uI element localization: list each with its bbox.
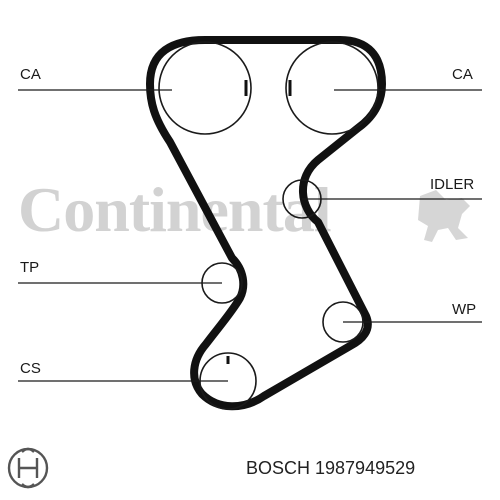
label-cs: CS [20,360,41,377]
label-tp: TP [20,259,40,276]
camshaft-pulley-right [285,41,379,135]
horse-watermark-icon [418,190,470,242]
bosch-armature-logo-icon [7,447,49,489]
label-wp: WP [452,301,477,318]
label-ca-left: CA [20,66,41,83]
label-idler: IDLER [430,176,475,193]
part-number-caption: BOSCH 1987949529 [246,458,416,478]
timing-belt [146,36,386,411]
camshaft-pulley-left [158,41,252,135]
continental-watermark: Continental [18,174,332,245]
label-ca-right: CA [452,66,473,83]
